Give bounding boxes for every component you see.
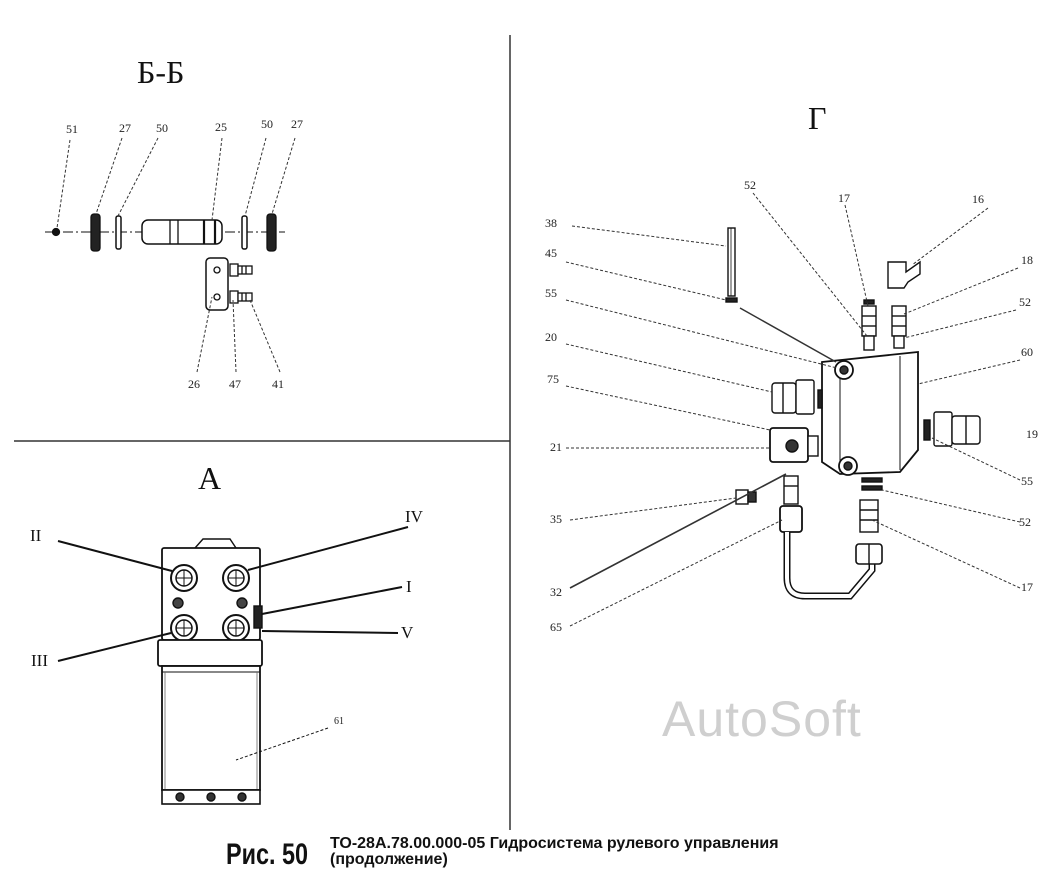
label-i: I: [406, 577, 412, 596]
label-27-right: 27: [291, 117, 303, 131]
port-iii: [170, 614, 198, 642]
label-47: 47: [229, 377, 241, 391]
caption-line-2: (продолжение): [330, 851, 448, 868]
figure-number: Рис. 50: [226, 838, 309, 871]
label-v: V: [401, 623, 414, 642]
label-65: 65: [550, 620, 562, 634]
view-a-drawing: [157, 538, 263, 805]
label-18: 18: [1021, 253, 1033, 267]
label-50-left: 50: [156, 121, 168, 135]
label-38: 38: [545, 216, 557, 230]
view-g-leaders: [565, 192, 1021, 627]
label-19: 19: [1026, 427, 1038, 441]
label-26: 26: [188, 377, 200, 391]
label-52-right: 52: [1019, 295, 1031, 309]
label-17-bottom: 17: [1021, 580, 1033, 594]
frame-lines: [14, 35, 511, 830]
label-45: 45: [545, 246, 557, 260]
label-17-top: 17: [838, 191, 850, 205]
caption-line-1: ТО-28А.78.00.000-05 Гидросистема рулевог…: [330, 835, 779, 852]
label-ii: II: [30, 526, 42, 545]
view-g-title: Г: [808, 100, 827, 136]
label-50-right: 50: [261, 117, 273, 131]
label-51: 51: [66, 122, 78, 136]
label-iv: IV: [405, 507, 423, 526]
label-21: 21: [550, 440, 562, 454]
label-41: 41: [272, 377, 284, 391]
view-bb-drawing: [45, 213, 285, 311]
label-iii: III: [31, 651, 48, 670]
label-61: 61: [334, 716, 344, 727]
label-60: 60: [1021, 345, 1033, 359]
label-16: 16: [972, 192, 984, 206]
label-32: 32: [550, 585, 562, 599]
view-a-leaders: [57, 526, 409, 761]
figure-caption: ТО-28А.78.00.000-05 Гидросистема рулевог…: [330, 836, 779, 868]
port-iv: [222, 564, 250, 592]
label-35: 35: [550, 512, 562, 526]
label-52-top: 52: [744, 178, 756, 192]
watermark: AutoSoft: [662, 691, 862, 747]
port-v: [222, 614, 250, 642]
label-55-left: 55: [545, 286, 557, 300]
label-52-bottom: 52: [1019, 515, 1031, 529]
view-a-title: А: [198, 460, 222, 496]
label-27-left: 27: [119, 121, 131, 135]
label-55-right: 55: [1021, 474, 1033, 488]
view-g-drawing: [725, 227, 981, 600]
label-20: 20: [545, 330, 557, 344]
view-bb-title: Б-Б: [137, 54, 185, 90]
view-bb-leaders: [56, 137, 296, 373]
port-ii: [170, 564, 198, 592]
label-25: 25: [215, 120, 227, 134]
label-75: 75: [547, 372, 559, 386]
